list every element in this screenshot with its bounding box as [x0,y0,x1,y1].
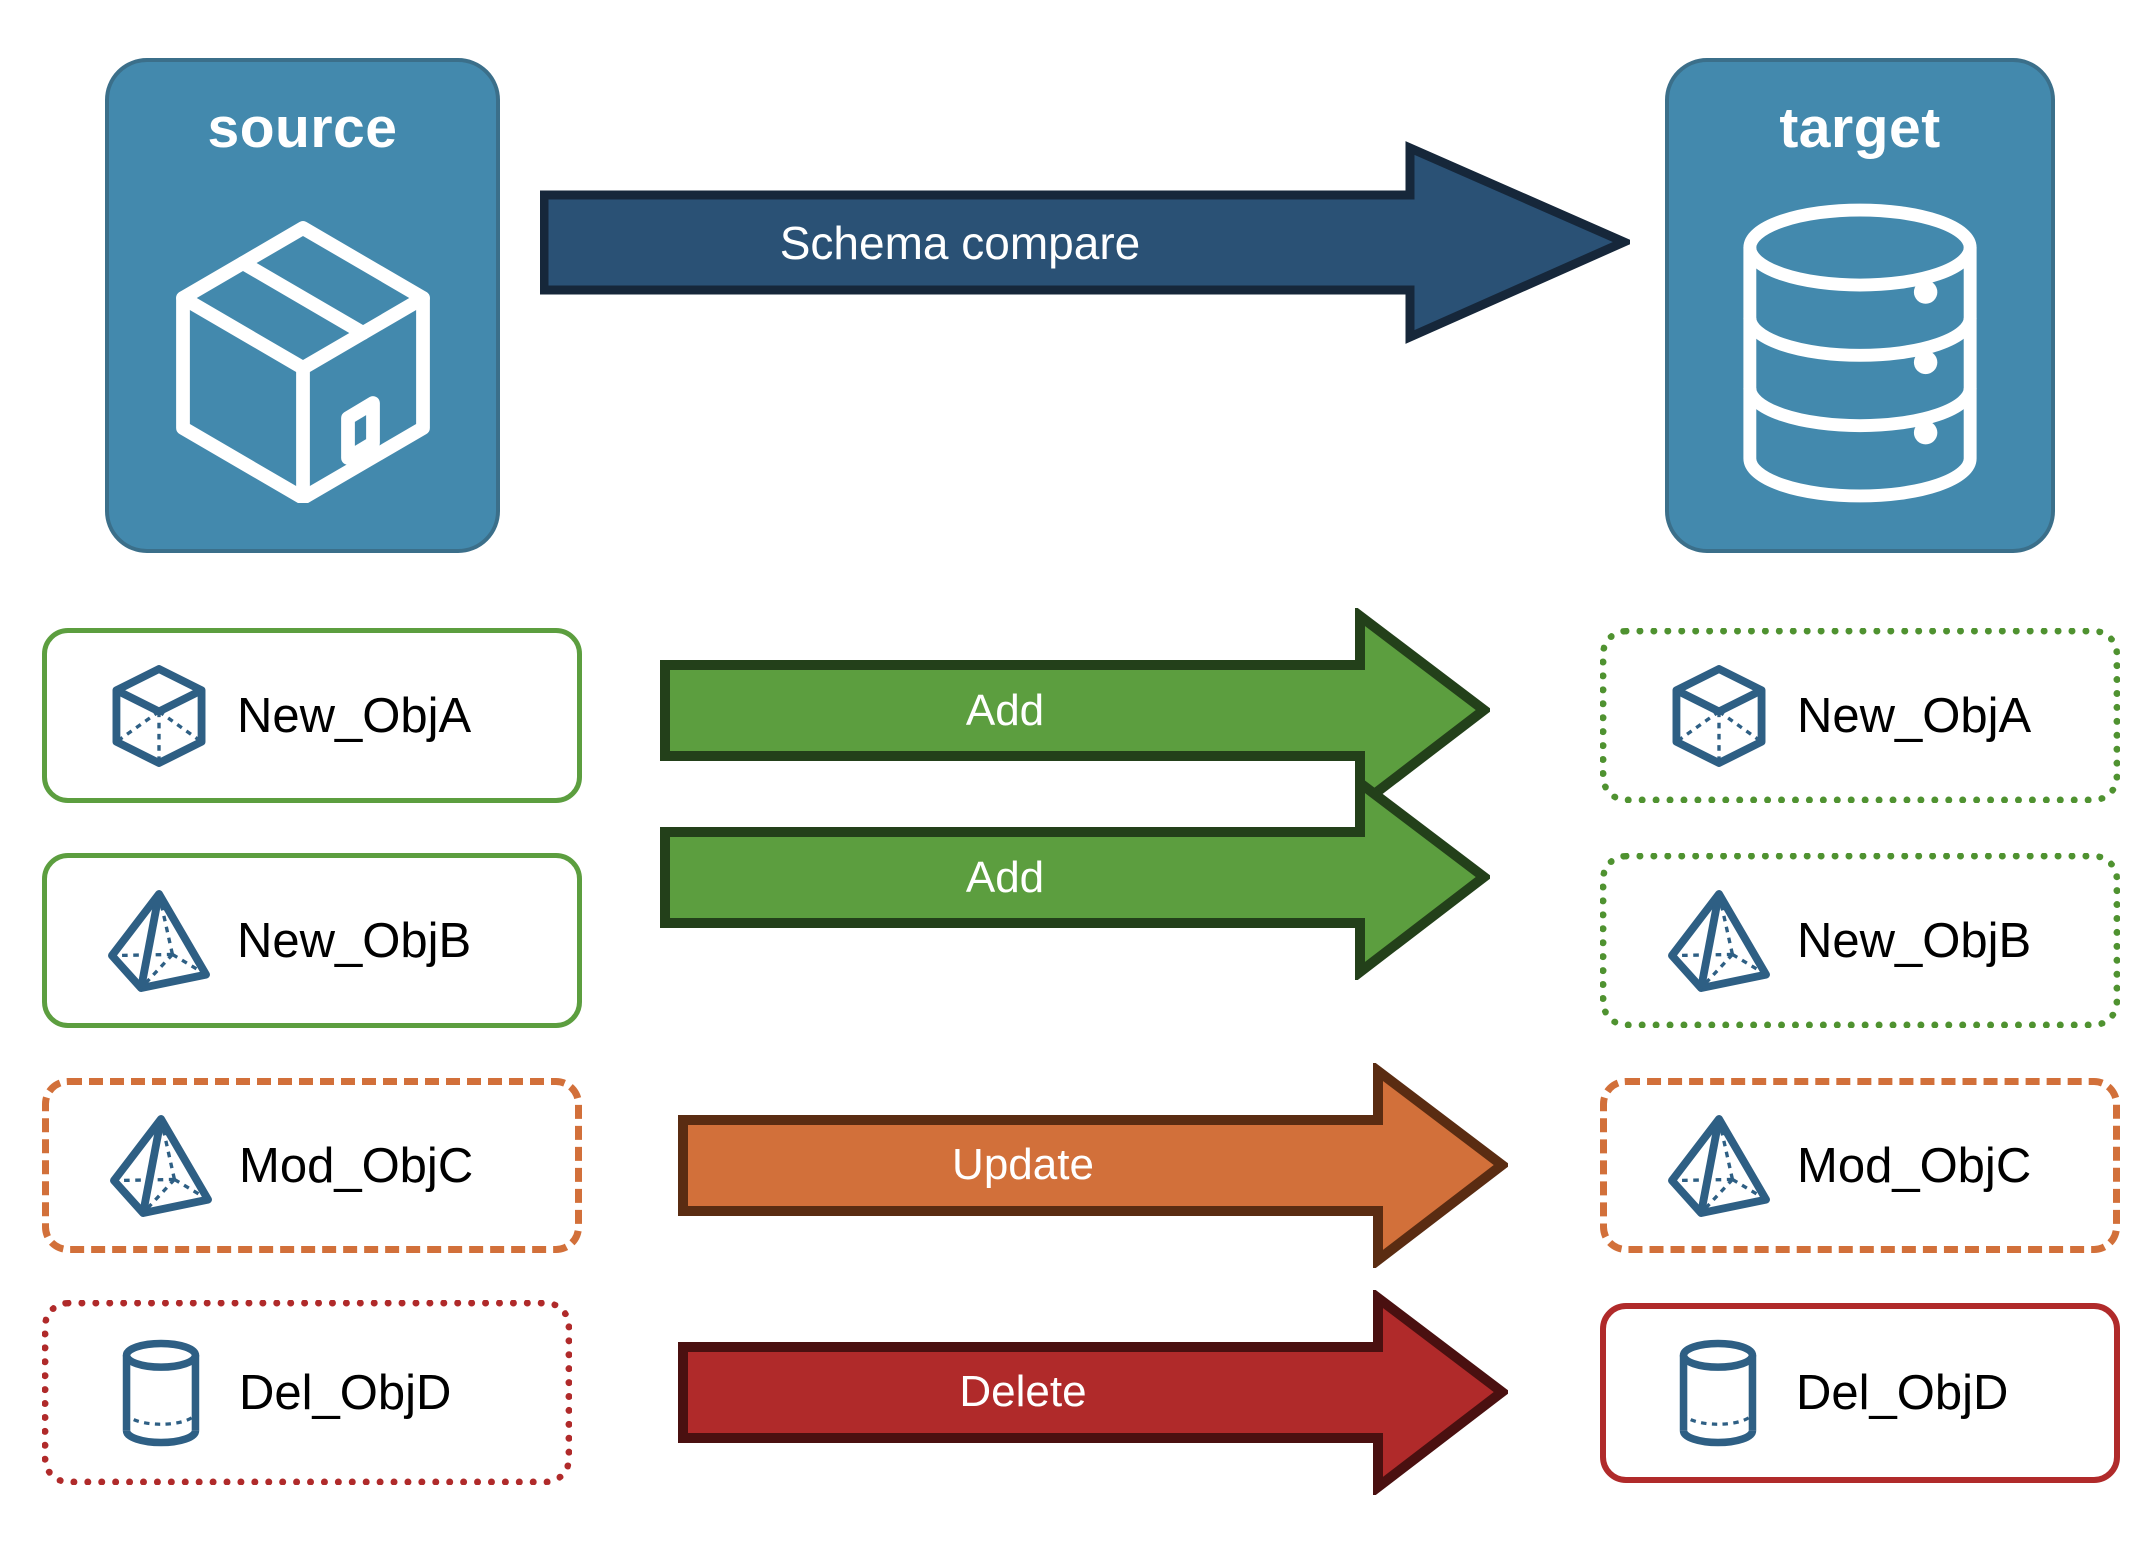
wireframe-pyramid-icon [1659,1110,1779,1222]
wireframe-cube-icon [1659,660,1779,772]
target-endpoint-card[interactable]: target [1665,58,2055,553]
source-object-card-0[interactable]: New_ObjA [42,628,582,803]
action-arrow-3[interactable] [678,1287,1511,1498]
wireframe-cube-icon [99,660,219,772]
database-cylinder-icon [1669,157,2051,549]
target-object-label-1: New_ObjB [1797,913,2032,968]
source-title: source [207,96,398,160]
action-arrow-2[interactable] [678,1060,1511,1271]
wireframe-cylinder-icon [101,1337,221,1449]
wireframe-pyramid-icon [1659,885,1779,997]
wireframe-pyramid-icon [101,1110,221,1222]
source-object-card-1[interactable]: New_ObjB [42,853,582,1028]
package-box-icon [109,157,496,549]
action-arrow-label-0: Add [965,686,1045,735]
source-object-label-2: Mod_ObjC [239,1138,474,1193]
target-object-card-0[interactable]: New_ObjA [1600,628,2120,803]
source-object-label-1: New_ObjB [237,913,472,968]
target-object-label-3: Del_ObjD [1796,1366,2009,1420]
target-object-label-0: New_ObjA [1797,688,2032,743]
source-object-label-3: Del_ObjD [239,1365,452,1420]
action-arrow-label-2: Update [952,1140,1094,1189]
action-arrow-label-1: Add [965,853,1045,902]
action-arrow-0[interactable] [660,605,1493,816]
wireframe-pyramid-icon [99,885,219,997]
source-object-label-0: New_ObjA [237,688,472,743]
action-arrow-1[interactable] [660,772,1493,983]
source-endpoint-card[interactable]: source [105,58,500,553]
target-object-label-2: Mod_ObjC [1797,1138,2032,1193]
wireframe-cylinder-icon [1658,1337,1778,1449]
source-object-card-2[interactable]: Mod_ObjC [42,1078,582,1253]
target-object-card-2[interactable]: Mod_ObjC [1600,1078,2120,1253]
source-object-card-3[interactable]: Del_ObjD [42,1300,572,1485]
target-title: target [1779,96,1941,160]
action-arrow-label-3: Delete [959,1367,1087,1416]
target-object-card-1[interactable]: New_ObjB [1600,853,2120,1028]
target-object-card-3[interactable]: Del_ObjD [1600,1303,2120,1483]
schema-compare-label: Schema compare [779,217,1141,269]
schema-compare-arrow[interactable] [539,140,1636,345]
